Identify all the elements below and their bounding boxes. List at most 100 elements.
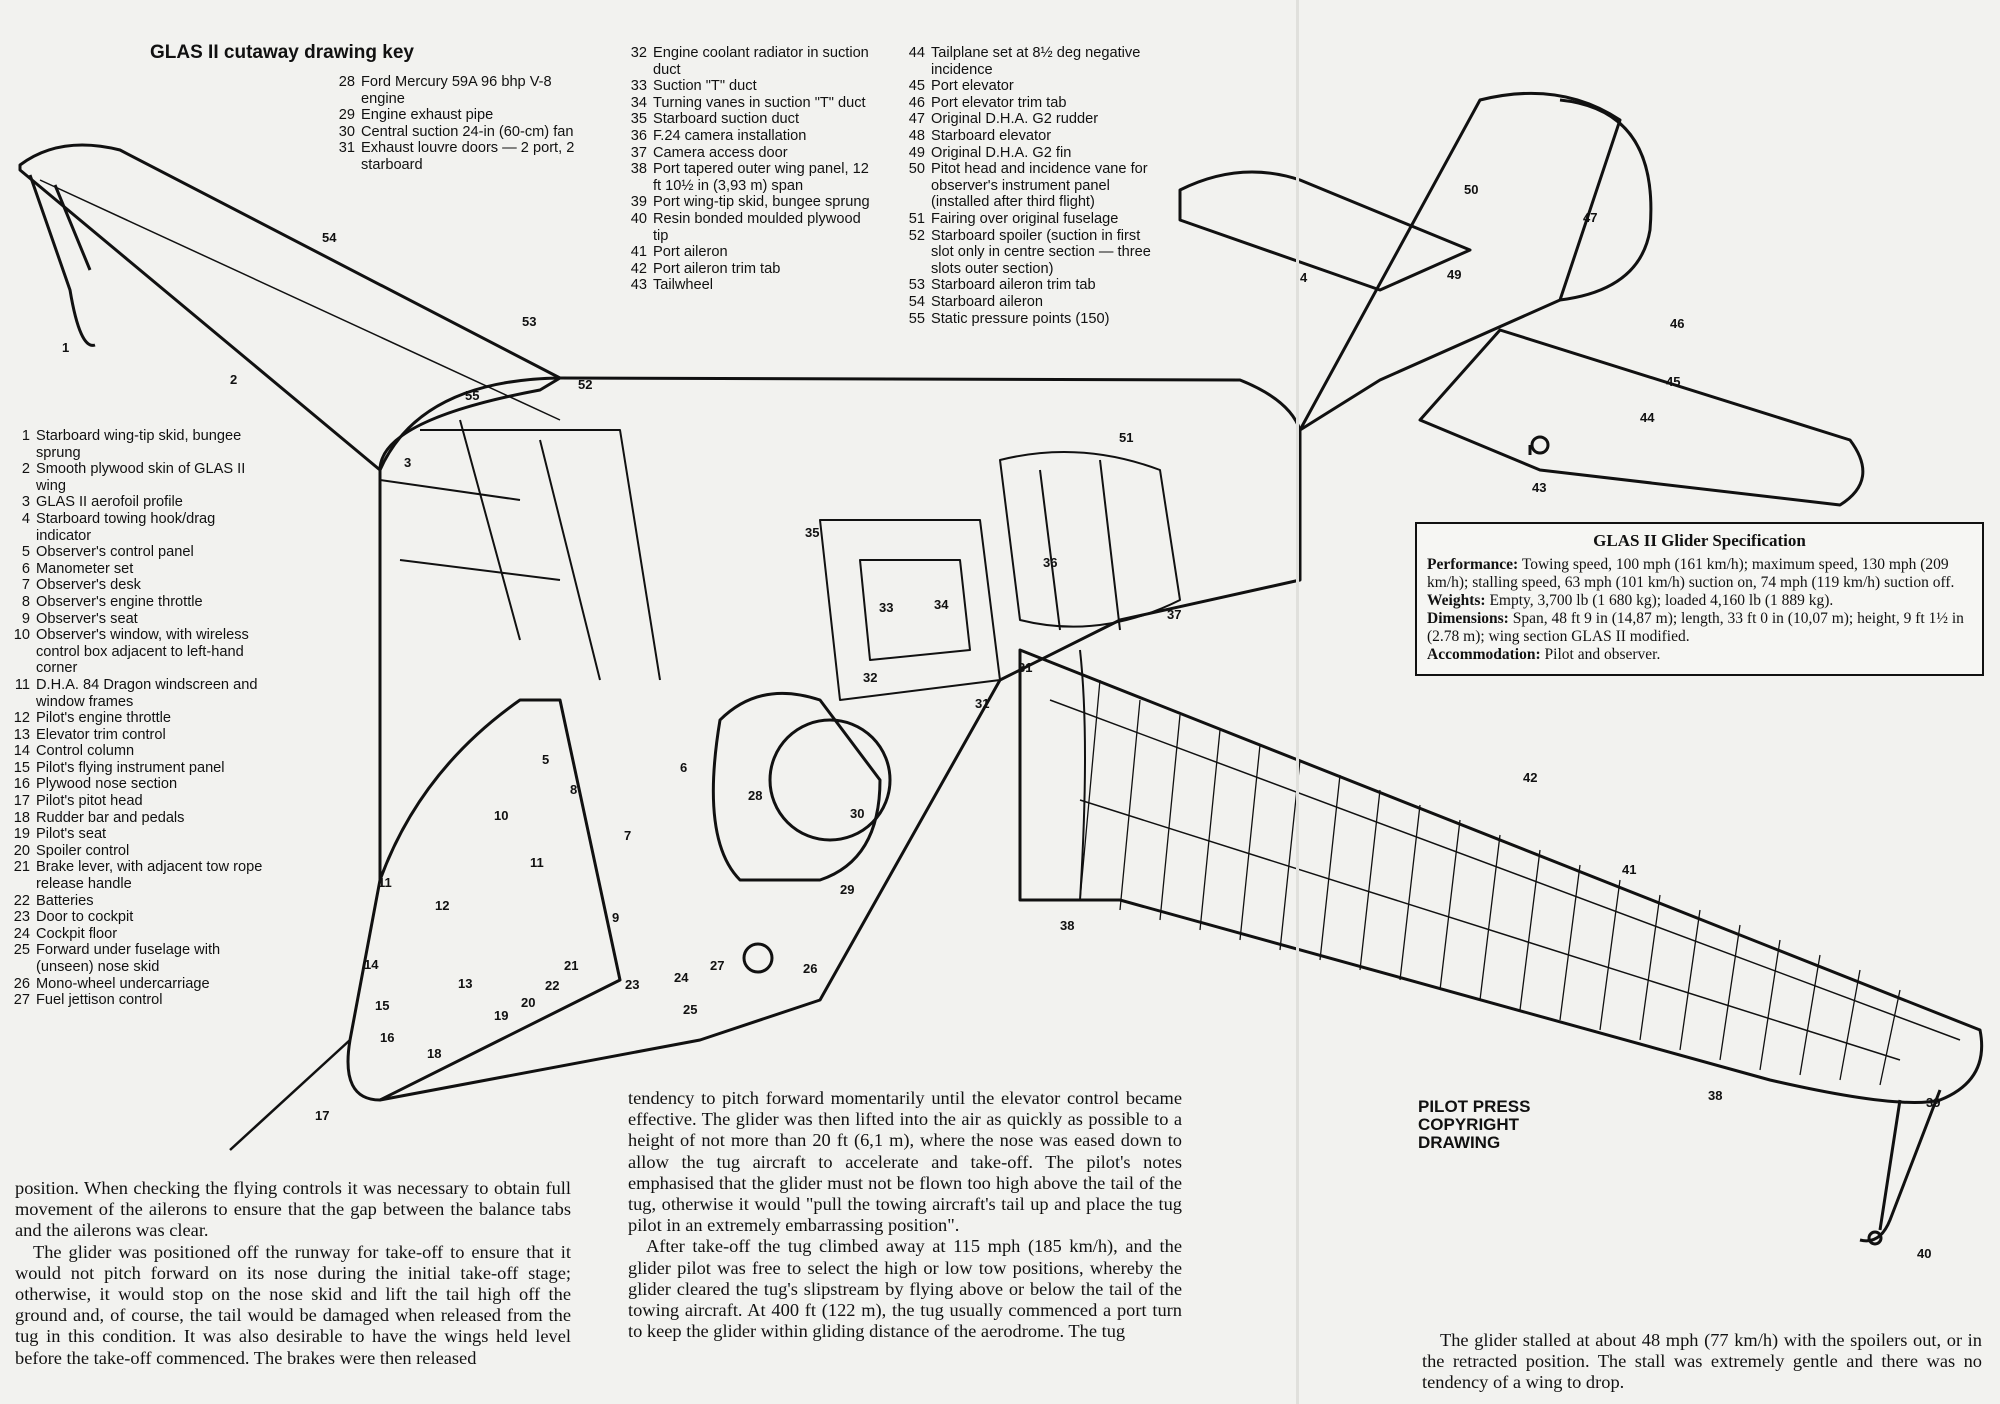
key-text: Suction "T" duct <box>653 78 757 95</box>
key-text: D.H.A. 84 Dragon windscreen and window f… <box>36 676 258 710</box>
key-text: Control column <box>36 743 135 760</box>
key-number: 8 <box>21 593 30 610</box>
callout-number: 30 <box>850 806 865 821</box>
key-text: Camera access door <box>653 144 788 161</box>
key-text: Mono-wheel undercarriage <box>36 975 210 992</box>
key-number: 29 <box>338 107 355 124</box>
key-text: Elevator trim control <box>36 726 166 743</box>
key-text: Manometer set <box>36 560 134 577</box>
callout-number: 34 <box>934 597 949 612</box>
callout-number: 46 <box>1670 316 1685 331</box>
callout-number: 20 <box>521 995 536 1010</box>
callout-number: 38 <box>1708 1088 1723 1103</box>
key-text: Engine coolant radiator in suction duct <box>653 45 869 78</box>
key-text: Spoiler control <box>36 842 130 859</box>
callout-number: 24 <box>674 970 689 985</box>
suction-fan <box>768 718 892 842</box>
key-text: Ford Mercury 59A 96 bhp V-8 engine <box>361 74 552 107</box>
key-text: GLAS II aerofoil profile <box>36 494 183 511</box>
key-number: 3 <box>21 494 30 511</box>
callout-number: 53 <box>522 314 537 329</box>
callout-number: 54 <box>322 230 337 245</box>
key-text: Batteries <box>36 892 94 909</box>
key-text: Resin bonded moulded plywood tip <box>653 210 861 244</box>
mono-wheel <box>742 942 774 974</box>
key-number: 16 <box>13 776 30 793</box>
callout-number: 37 <box>1167 607 1182 622</box>
key-number: 54 <box>908 293 925 310</box>
key-number: 37 <box>630 144 647 161</box>
key-number: 1 <box>21 428 30 444</box>
key-number: 9 <box>21 610 30 627</box>
key-text: Door to cockpit <box>36 909 134 926</box>
callout-number: 50 <box>1464 182 1479 197</box>
key-text: Exhaust louvre doors — 2 port, 2 starboa… <box>361 140 575 173</box>
key-text: Observer's desk <box>36 577 141 594</box>
key-number: 25 <box>13 942 30 959</box>
key-number: 23 <box>13 909 30 926</box>
key-number: 49 <box>908 144 925 161</box>
key-text: Observer's window, with wireless control… <box>36 627 249 677</box>
key-text: Port elevator <box>931 78 1014 95</box>
text-column-1: position. When checking the flying contr… <box>15 1178 571 1369</box>
key-item: 23 Door to cockpit <box>0 909 265 926</box>
callout-number: 2 <box>230 372 238 387</box>
callout-number: 41 <box>1622 862 1637 877</box>
port-wing-outline <box>1018 648 1984 1104</box>
callout-number: 12 <box>435 898 450 913</box>
callout-number: 26 <box>803 961 818 976</box>
key-text: Starboard wing-tip skid, bungee sprung <box>36 428 242 461</box>
key-text: Fuel jettison control <box>36 992 163 1009</box>
key-number: 35 <box>630 111 647 128</box>
key-number: 13 <box>13 726 30 743</box>
callout-number: 44 <box>1640 410 1655 425</box>
page-fold <box>1296 0 1299 1404</box>
callout-number: 27 <box>710 958 725 973</box>
key-number: 7 <box>21 577 30 594</box>
text-column-3: The glider stalled at about 48 mph (77 k… <box>1422 1330 1982 1394</box>
rudder <box>1559 98 1653 302</box>
callout-number: 52 <box>578 377 593 392</box>
paragraph: position. When checking the flying contr… <box>15 1178 571 1241</box>
key-text: Fairing over original fuselage <box>931 210 1119 227</box>
key-number: 19 <box>13 826 30 843</box>
key-text: Forward under fuselage with (unseen) nos… <box>36 942 221 975</box>
key-item: 7 Observer's desk <box>0 577 265 594</box>
pitot-head <box>229 1039 351 1151</box>
key-text: Observer's seat <box>36 610 138 627</box>
key-number: 43 <box>630 277 647 294</box>
key-text: Pilot's seat <box>36 826 107 843</box>
key-item: 13 Elevator trim control <box>0 727 265 744</box>
key-number: 22 <box>13 892 30 909</box>
key-number: 31 <box>338 140 355 157</box>
key-number: 51 <box>908 210 925 227</box>
key-number: 39 <box>630 194 647 211</box>
callout-number: 45 <box>1666 374 1681 389</box>
callout-number: 33 <box>879 600 894 615</box>
key-text: Tailplane set at 8½ deg negative inciden… <box>931 45 1141 78</box>
key-number: 52 <box>908 227 925 244</box>
key-text: Pilot's pitot head <box>36 793 143 810</box>
key-text: Rudder bar and pedals <box>36 809 185 826</box>
callout-number: 22 <box>545 978 560 993</box>
key-number: 32 <box>630 45 647 61</box>
